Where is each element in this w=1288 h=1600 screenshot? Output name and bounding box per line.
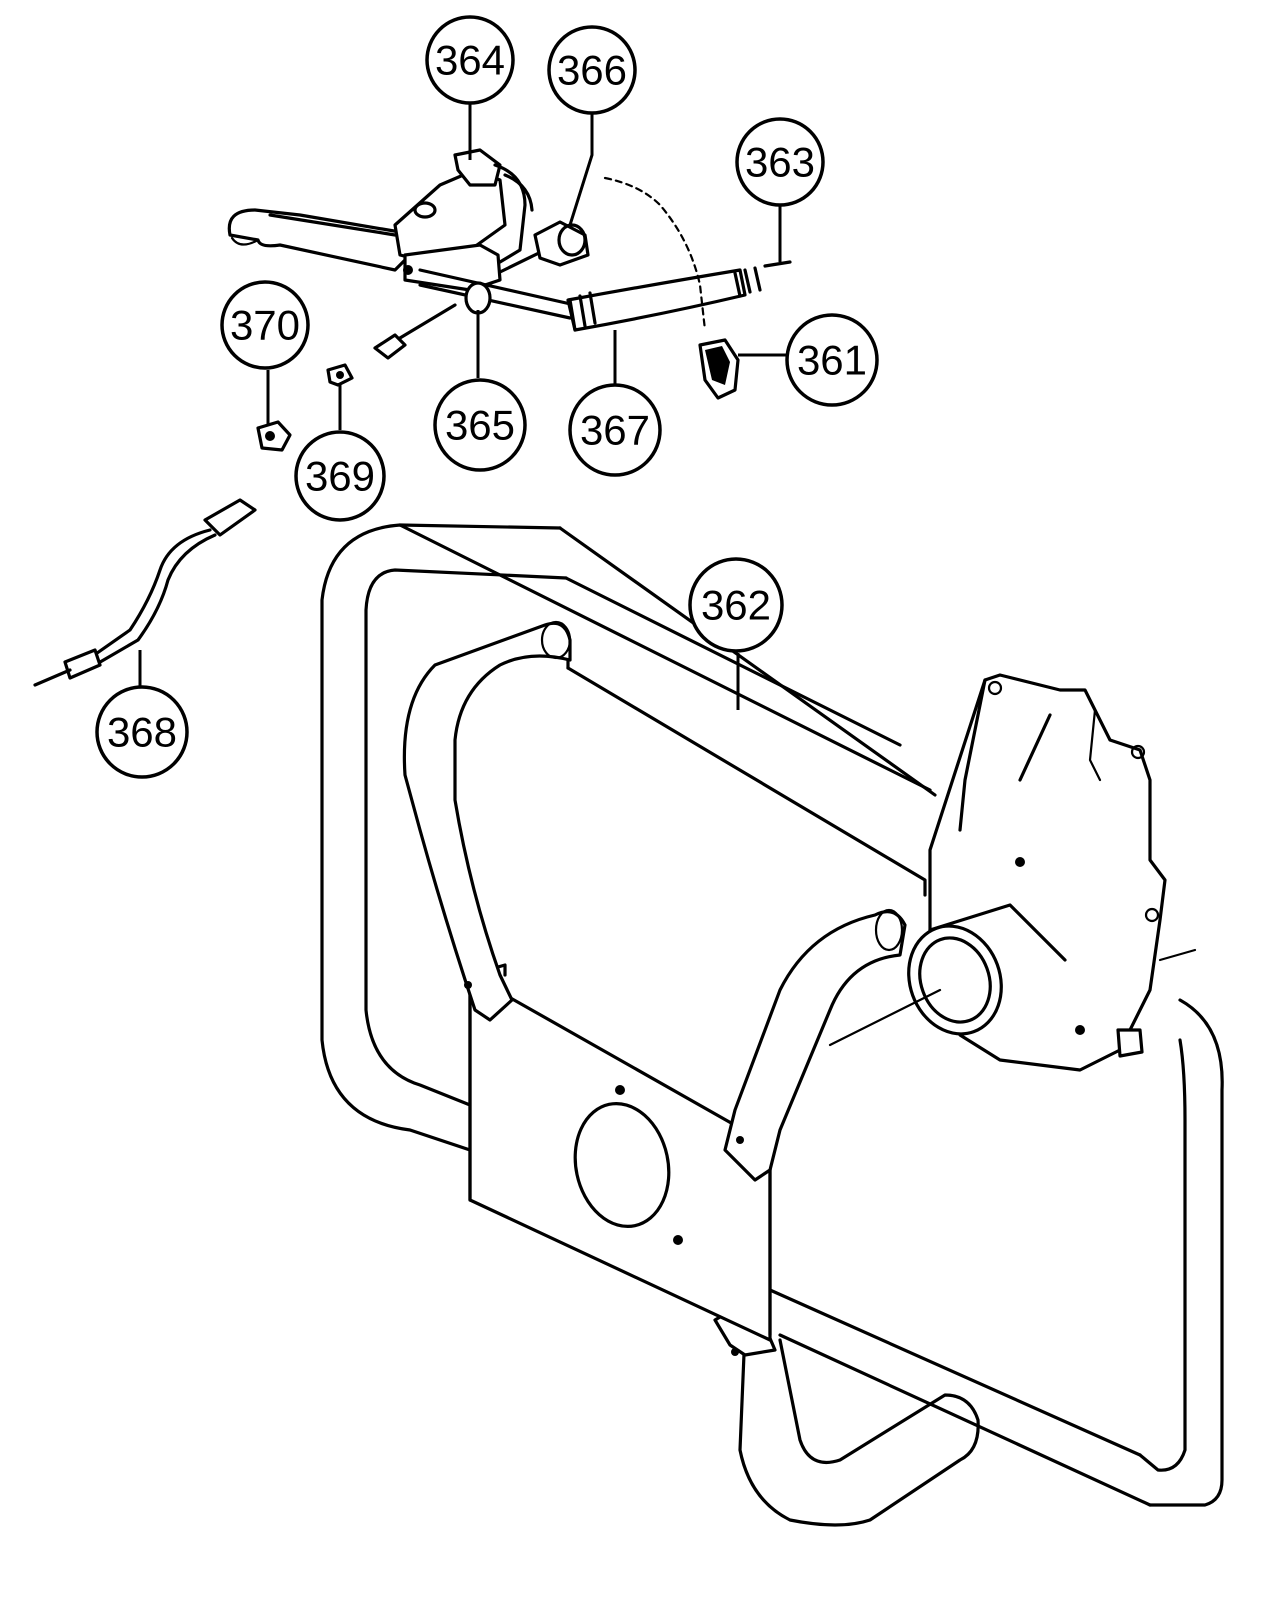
callout-362-label: 362 — [701, 582, 771, 629]
center-upright-tube — [723, 908, 907, 1182]
engine-flange-housing — [828, 673, 1197, 1072]
cap-361 — [698, 338, 740, 400]
throttle-handle-assembly — [227, 148, 577, 360]
callout-367-label: 367 — [580, 407, 650, 454]
callout-366: 366 — [547, 25, 637, 115]
callout-370-label: 370 — [230, 302, 300, 349]
callout-361: 361 — [785, 313, 879, 407]
connector-366 — [498, 220, 590, 274]
callout-362: 362 — [688, 557, 784, 653]
callout-365-label: 365 — [445, 402, 515, 449]
callout-368-label: 368 — [107, 709, 177, 756]
callout-367: 367 — [568, 383, 662, 477]
hose-367 — [566, 260, 792, 332]
callout-369: 369 — [294, 430, 386, 522]
callout-363-label: 363 — [745, 139, 815, 186]
callout-364-label: 364 — [435, 37, 505, 84]
leader-lines — [138, 102, 787, 710]
callout-365: 365 — [433, 378, 527, 472]
callout-363: 363 — [735, 117, 825, 207]
callout-364: 364 — [425, 15, 515, 105]
callout-369-label: 369 — [305, 453, 375, 500]
chain — [603, 176, 707, 332]
callout-361-label: 361 — [797, 337, 867, 384]
front-upright-tube — [402, 620, 572, 1022]
wire-368 — [33, 498, 257, 687]
callout-370: 370 — [220, 280, 310, 370]
callout-368: 368 — [95, 685, 189, 779]
nut-369 — [326, 363, 354, 387]
callout-366-label: 366 — [557, 47, 627, 94]
nut-370 — [256, 420, 292, 452]
mounting-plate — [468, 653, 927, 1342]
